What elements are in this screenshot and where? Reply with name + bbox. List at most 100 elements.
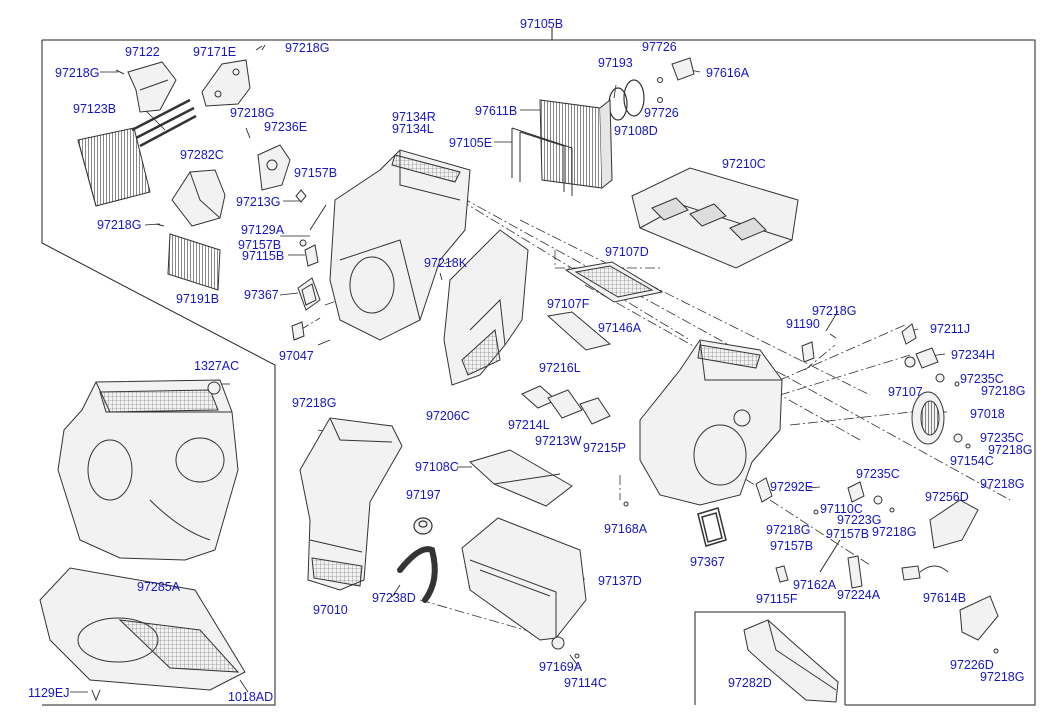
label-97218G-r4: 97218G — [980, 477, 1025, 491]
label-97234H: 97234H — [951, 348, 995, 362]
label-97226D: 97226D — [950, 658, 994, 672]
label-97110C: 97110C — [820, 502, 863, 516]
label-97218G-left1: 97218G — [55, 66, 100, 80]
label-97213W: 97213W — [535, 434, 582, 448]
label-97134L: 97134L — [392, 122, 434, 136]
label-1018AD: 1018AD — [228, 690, 274, 704]
label-97211J: 97211J — [930, 322, 971, 336]
label-97224A: 97224A — [837, 588, 881, 602]
label-97218G-r1: 97218G — [812, 304, 857, 318]
label-97171E: 97171E — [193, 45, 237, 59]
part-97137D-lower-case — [461, 517, 587, 650]
label-97010: 97010 — [313, 603, 348, 617]
label-97367-1: 97367 — [244, 288, 279, 302]
part-97611B-evaporator — [539, 98, 613, 189]
label-97157B-2: 97157B — [238, 238, 282, 252]
label-97616A: 97616A — [706, 66, 750, 80]
label-97218G-r2: 97218G — [981, 384, 1026, 398]
part-97107F-door — [546, 311, 612, 351]
part-97616A-sensor — [657, 57, 695, 103]
label-97214L: 97214L — [508, 418, 550, 432]
part-97282C-housing — [171, 169, 226, 227]
label-97218K: 97218K — [424, 256, 468, 270]
label-97107: 97107 — [888, 385, 923, 399]
label-97157B-4: 97157B — [770, 539, 814, 553]
part-97105E-seal — [511, 127, 573, 196]
label-97367-2: 97367 — [690, 555, 725, 569]
label-97114C: 97114C — [564, 676, 607, 690]
part-97191B-filter — [167, 233, 221, 291]
label-97256D: 97256D — [925, 490, 969, 504]
part-97171E-bracket — [201, 59, 251, 107]
label-97047: 97047 — [279, 349, 314, 363]
label-97614B: 97614B — [923, 591, 967, 605]
label-97018: 97018 — [970, 407, 1005, 421]
part-assembled-unit — [57, 379, 239, 561]
label-97238D: 97238D — [372, 591, 416, 605]
part-97108C-tray — [469, 449, 573, 507]
part-97367-gasket — [697, 507, 727, 547]
label-97137D: 97137D — [598, 574, 642, 588]
label-97216L: 97216L — [539, 361, 581, 375]
part-97210C-vent-duct — [631, 167, 799, 269]
label-97218G-r7: 97218G — [980, 670, 1025, 684]
part-97193-gasket — [608, 79, 645, 121]
part-97197-grommet — [413, 517, 433, 535]
label-97292E: 97292E — [770, 480, 814, 494]
part-97134-case — [329, 149, 471, 341]
part-97282D-rear-duct — [743, 619, 839, 703]
label-97218G-r3: 97218G — [988, 443, 1033, 457]
part-97107D-door — [564, 261, 664, 303]
label-97282C: 97282C — [180, 148, 224, 162]
label-97193: 97193 — [598, 56, 633, 70]
part-97238D-drain-hose — [397, 546, 438, 603]
part-97216L-doors — [521, 385, 611, 425]
label-97123B: 97123B — [73, 102, 117, 116]
label-97168A: 97168A — [604, 522, 648, 536]
part-main-case-assembly — [639, 339, 783, 506]
label-97162A: 97162A — [793, 578, 837, 592]
label-1327AC: 1327AC — [194, 359, 240, 373]
label-97235C-2: 97235C — [980, 431, 1024, 445]
label-97218G-r5: 97218G — [766, 523, 811, 537]
label-97235C-3: 97235C — [856, 467, 900, 481]
label-97213G: 97213G — [236, 195, 281, 209]
label-97169A: 97169A — [539, 660, 583, 674]
label-97236E: 97236E — [264, 120, 308, 134]
small-parts-left — [115, 45, 327, 341]
label-97157B-3: 97157B — [826, 527, 870, 541]
label-97108D: 97108D — [614, 124, 658, 138]
label-97611B: 97611B — [475, 104, 518, 118]
label-97218G-duct: 97218G — [292, 396, 337, 410]
label-97218G-mid: 97218G — [230, 106, 275, 120]
frame-lines — [41, 28, 1036, 706]
label-97129A: 97129A — [241, 223, 285, 237]
label-97115B: 97115B — [242, 249, 285, 263]
part-97122-cover — [127, 61, 177, 113]
label-97191B: 97191B — [176, 292, 220, 306]
part-97123B-heater-core — [77, 98, 197, 207]
label-97105B: 97105B — [520, 17, 564, 31]
part-97285A-cover — [39, 567, 246, 702]
label-97210C: 97210C — [722, 157, 766, 171]
part-97236E-actuator — [257, 144, 291, 191]
label-97107D: 97107D — [605, 245, 649, 259]
label-97154C: 97154C — [950, 454, 994, 468]
label-97122: 97122 — [125, 45, 160, 59]
label-97285A: 97285A — [137, 580, 181, 594]
label-97218G-top: 97218G — [285, 41, 330, 55]
label-97206C: 97206C — [426, 409, 470, 423]
label-97197: 97197 — [406, 488, 441, 502]
label-97726-2: 97726 — [644, 106, 679, 120]
label-97146A: 97146A — [598, 321, 642, 335]
part-97018-blower-fan — [911, 391, 945, 445]
label-97218G-left2: 97218G — [97, 218, 142, 232]
label-1129EJ: 1129EJ — [28, 686, 70, 700]
label-97726-1: 97726 — [642, 40, 677, 54]
label-97215P: 97215P — [583, 441, 627, 455]
label-97108C: 97108C — [415, 460, 459, 474]
label-97105E: 97105E — [449, 136, 493, 150]
label-97134R: 97134R — [392, 110, 436, 124]
